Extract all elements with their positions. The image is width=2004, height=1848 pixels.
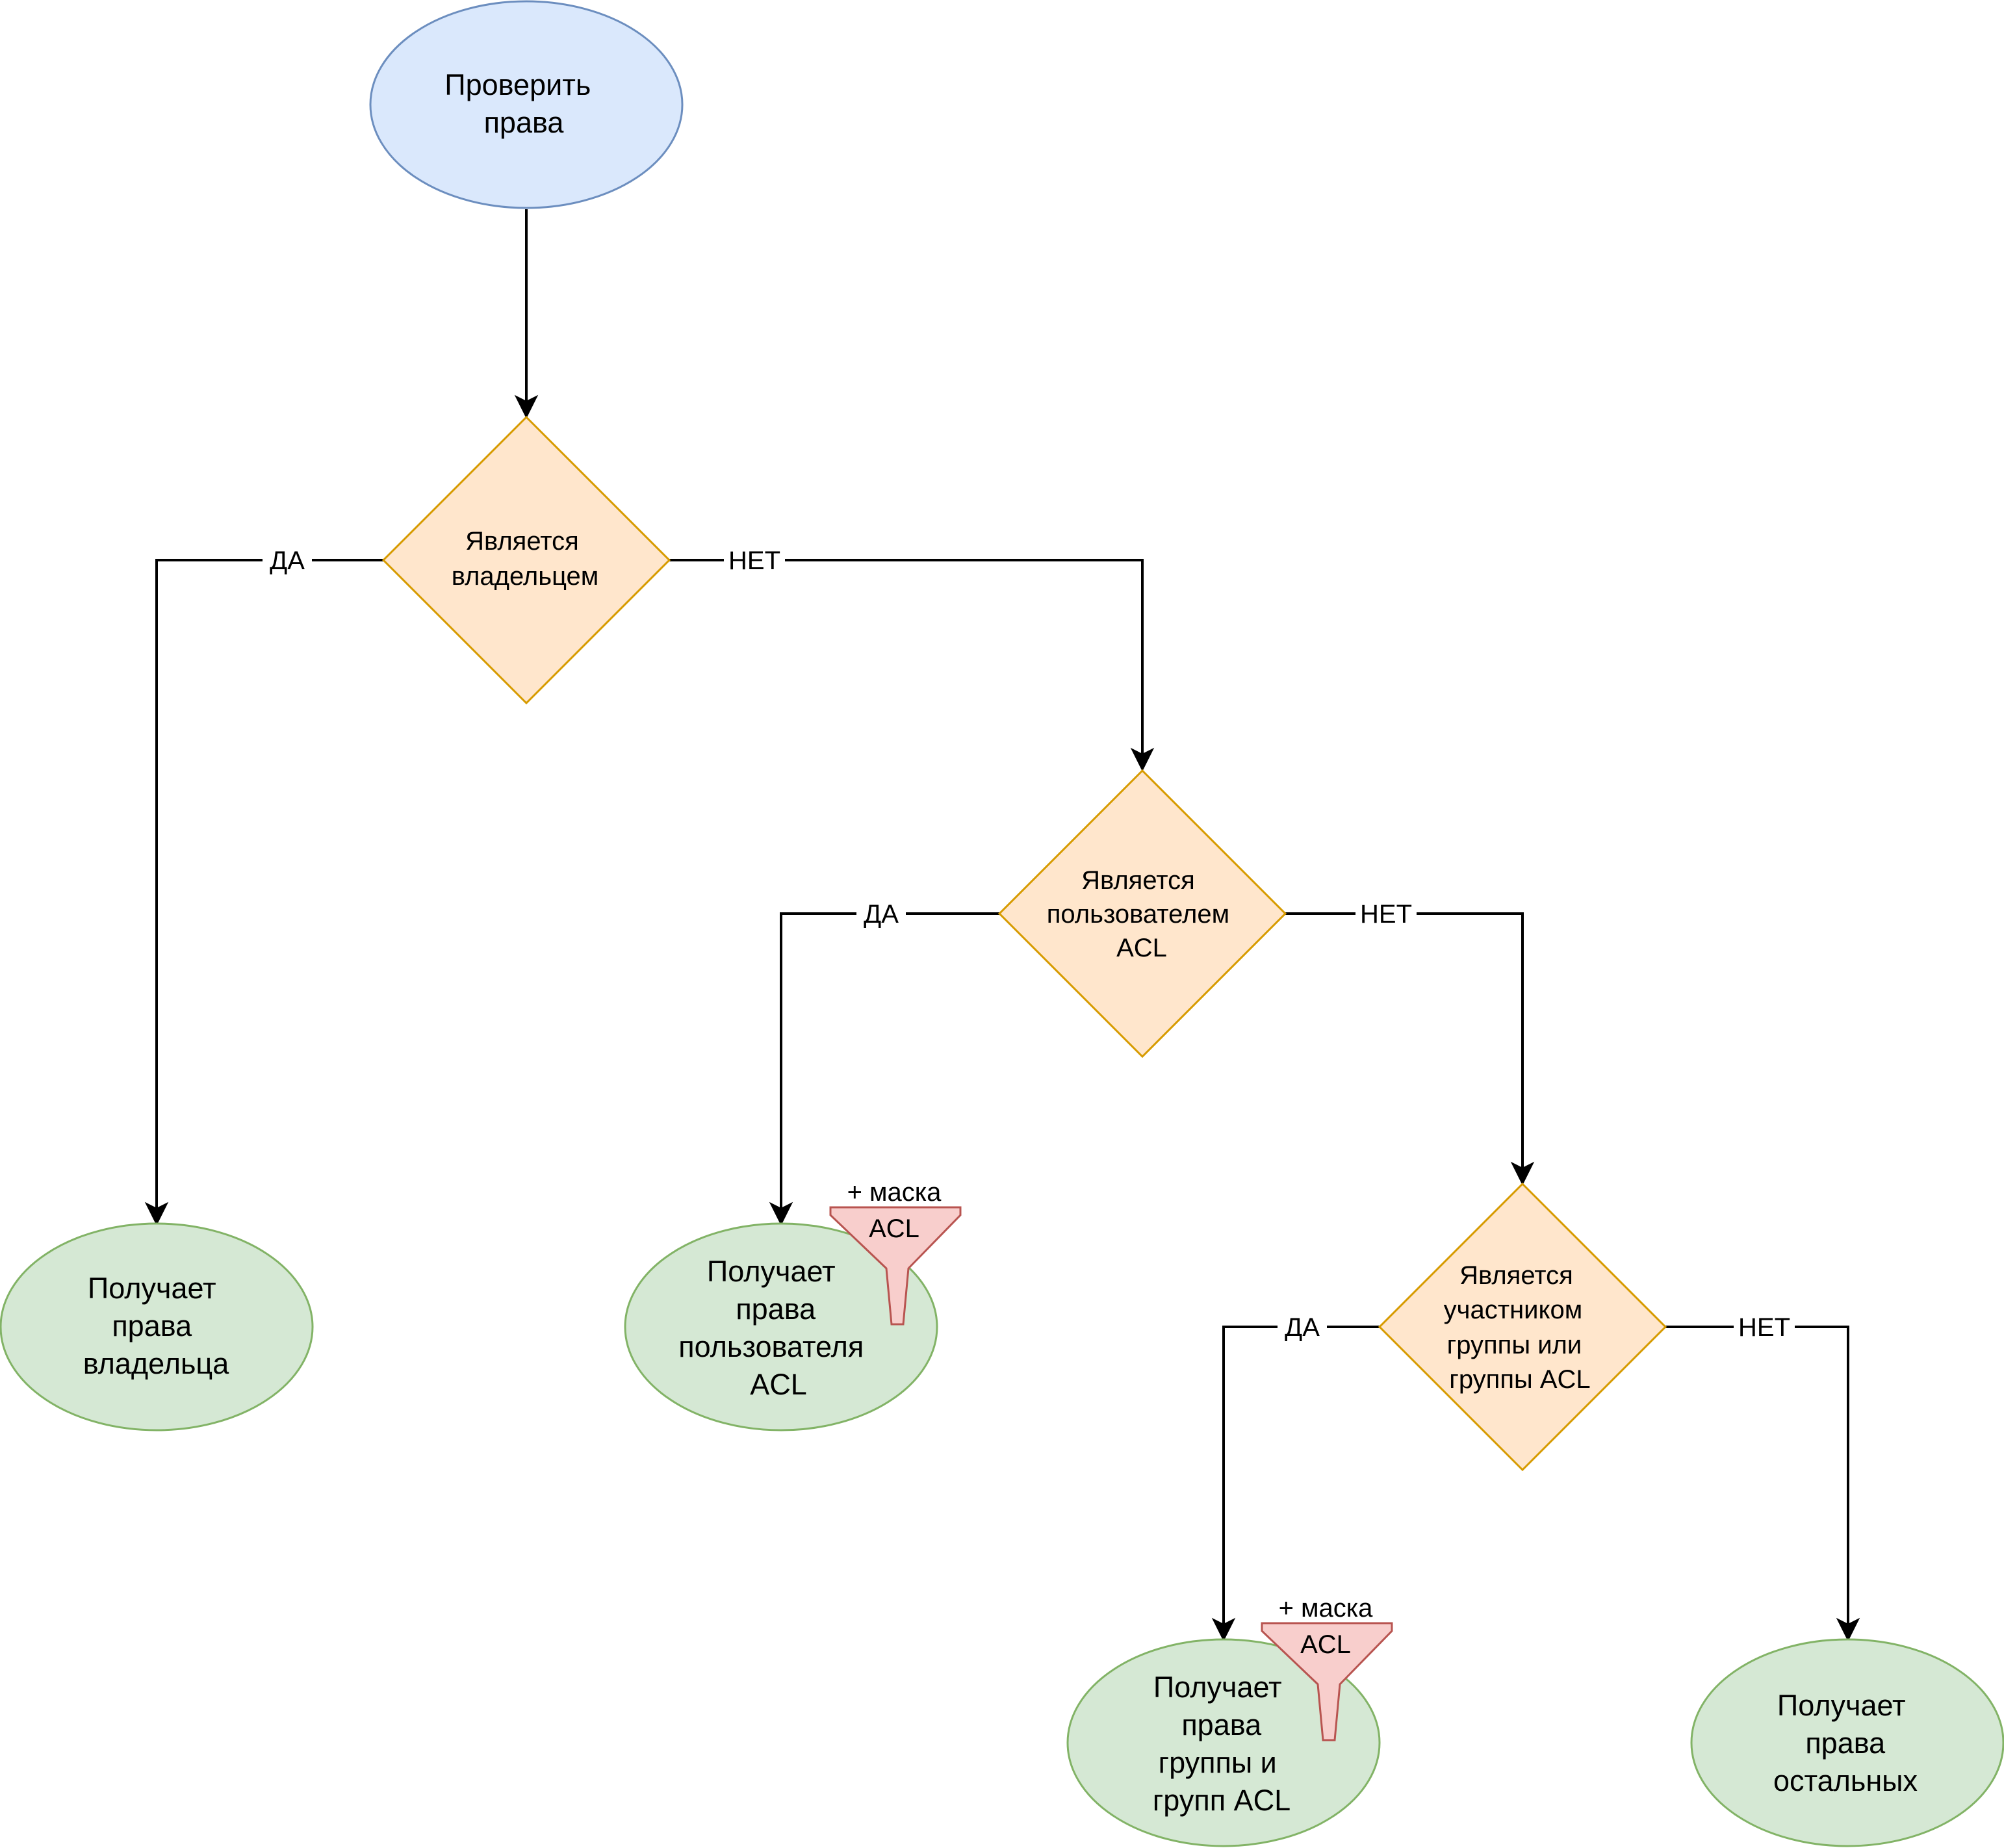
filter-label: ACL (869, 1214, 919, 1243)
svg-text:Является участником: Является участником группы или группы AC… (1444, 1261, 1591, 1394)
decision-group-check: Является участником группы или группы AC… (1378, 1182, 1667, 1472)
edge-owner-yes (155, 559, 383, 1210)
result-text-line: права (112, 1309, 192, 1342)
edge-acl-user-no (1285, 912, 1524, 1170)
edge-labels: ДА НЕТ ДА НЕТ ДА НЕТ (263, 545, 1795, 1342)
result-text-line: права (1805, 1726, 1886, 1760)
decision-diamond (997, 769, 1287, 1059)
decision-text-line: группы или (1447, 1331, 1582, 1359)
svg-text:Является пользователем: Является пользователем ACL (1047, 866, 1237, 962)
result-text-line: остальных (1773, 1764, 1918, 1797)
decision-diamond (1378, 1182, 1667, 1472)
edge-owner-no (669, 559, 1144, 756)
start-ellipse (369, 0, 684, 209)
result-text-line: владельца (83, 1347, 229, 1380)
start-node: Проверить права (369, 0, 684, 209)
decision-text-line: Является (1459, 1261, 1573, 1290)
arrowhead (1510, 1161, 1535, 1186)
decision-diamond (381, 415, 671, 705)
arrowhead (1836, 1617, 1860, 1642)
acl-mask-filter-user: + маска ACL (829, 1178, 962, 1326)
edge-label-group-no: НЕТ (1738, 1313, 1790, 1342)
result-text-line: пользователя (678, 1330, 864, 1363)
filter-funnel-icon (829, 1206, 962, 1326)
result-text-line: группы и (1159, 1746, 1277, 1779)
svg-text:Является владельцем: Является владельцем (452, 527, 599, 591)
decision-text-line: Является (465, 527, 579, 556)
svg-text:Получает права пол: Получает права пользователя ACL (678, 1255, 871, 1401)
result-text-line: Получает (1777, 1689, 1906, 1722)
result-text-line: Получает (1153, 1671, 1282, 1704)
result-text-line: права (1181, 1708, 1262, 1741)
result-text-line: права (736, 1292, 816, 1326)
result-others: Получает права остальных (1690, 1638, 2004, 1847)
edge-group-no (1665, 1326, 1849, 1626)
edge-acl-user-yes (780, 912, 999, 1210)
arrowhead (144, 1201, 169, 1226)
edge-group-yes (1222, 1326, 1380, 1626)
filter-label: ACL (1300, 1630, 1351, 1659)
svg-text:Получает права гру: Получает права группы и групп ACL (1153, 1671, 1291, 1817)
result-owner: Получает права владельца (0, 1222, 314, 1431)
edge-label-acl-user-no: НЕТ (1360, 900, 1412, 929)
result-text-line: групп ACL (1153, 1784, 1291, 1817)
result-group: Получает права группы и групп ACL (1066, 1638, 1381, 1847)
result-acl-user: Получает права пользователя ACL (624, 1222, 938, 1431)
svg-text:Проверить права: Проверить права (444, 68, 599, 139)
decision-acl-user-check: Является пользователем ACL (997, 769, 1287, 1059)
edge-label-owner-no: НЕТ (728, 546, 780, 575)
filter-caption: + маска (847, 1178, 942, 1207)
edge-label-acl-user-yes: ДА (864, 900, 899, 929)
result-ellipse (624, 1222, 938, 1431)
arrowhead (514, 394, 539, 419)
svg-text:Получает права вла: Получает права владельца (83, 1272, 229, 1380)
start-text-line: права (484, 106, 565, 139)
result-ellipse (1066, 1638, 1381, 1847)
edge-label-owner-yes: ДА (270, 546, 305, 575)
start-text-line: Проверить (444, 68, 591, 101)
edge-label-group-yes: ДА (1285, 1313, 1320, 1342)
result-ellipse (0, 1222, 314, 1431)
decision-text-line: пользователем (1047, 900, 1229, 929)
decision-text-line: Является (1081, 866, 1195, 895)
decision-text-line: владельцем (452, 562, 599, 591)
arrowhead (1211, 1617, 1236, 1642)
arrowhead (769, 1201, 793, 1226)
result-ellipse (1690, 1638, 2004, 1847)
result-text-line: Получает (88, 1272, 216, 1305)
edges (144, 209, 1860, 1642)
result-text-line: Получает (707, 1255, 836, 1288)
decision-text-line: участником (1444, 1296, 1583, 1324)
decision-text-line: ACL (1116, 934, 1167, 962)
decision-owner-check: Является владельцем (381, 415, 671, 705)
acl-mask-filter-group: + маска ACL (1261, 1594, 1393, 1741)
decision-text-line: группы ACL (1449, 1365, 1590, 1394)
filter-funnel-icon (1261, 1622, 1393, 1741)
filter-caption: + маска (1279, 1594, 1374, 1623)
svg-text:Получает права ост: Получает права остальных (1773, 1689, 1918, 1797)
arrowhead (1130, 747, 1155, 772)
result-text-line: ACL (750, 1368, 807, 1401)
